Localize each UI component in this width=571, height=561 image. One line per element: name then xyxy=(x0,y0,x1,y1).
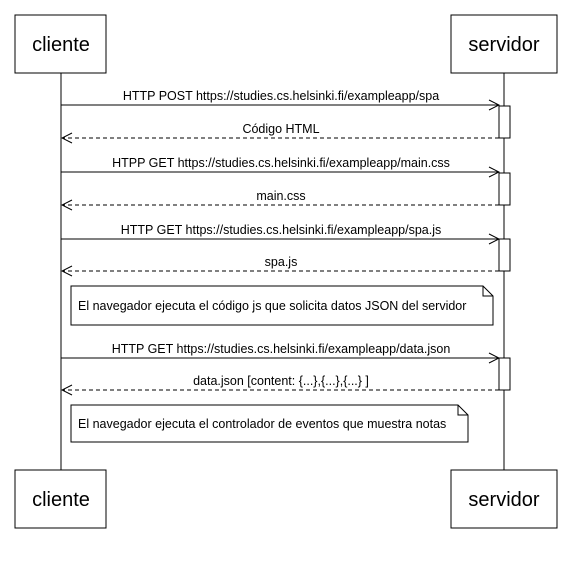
activation-bar xyxy=(498,105,511,139)
participant-server-label: servidor xyxy=(468,34,539,56)
note-box: El navegador ejecuta el código js que so… xyxy=(70,285,494,326)
note-box: El navegador ejecuta el controlador de e… xyxy=(70,404,469,443)
message-label: main.css xyxy=(256,189,305,203)
participant-server-bottom: servidor xyxy=(450,469,558,529)
message-label: HTPP GET https://studies.cs.helsinki.fi/… xyxy=(112,156,450,170)
message-label: Código HTML xyxy=(242,122,319,136)
activation-bar xyxy=(498,238,511,272)
message-label: HTTP POST https://studies.cs.helsinki.fi… xyxy=(123,89,439,103)
message-label: HTTP GET https://studies.cs.helsinki.fi/… xyxy=(121,223,442,237)
participant-client-top: cliente xyxy=(14,14,107,74)
note-text: El navegador ejecuta el controlador de e… xyxy=(78,417,446,431)
participant-client-label-bottom: cliente xyxy=(32,489,90,511)
participant-client-label: cliente xyxy=(32,34,90,56)
message-label: spa.js xyxy=(265,255,298,269)
activation-bar xyxy=(498,172,511,206)
note-text: El navegador ejecuta el código js que so… xyxy=(78,299,466,313)
message-label: data.json [content: {...},{...},{...} ] xyxy=(193,374,369,388)
activation-bar xyxy=(498,357,511,391)
participant-client-bottom: cliente xyxy=(14,469,107,529)
message-label: HTTP GET https://studies.cs.helsinki.fi/… xyxy=(112,342,451,356)
participant-server-top: servidor xyxy=(450,14,558,74)
participant-server-label-bottom: servidor xyxy=(468,489,539,511)
